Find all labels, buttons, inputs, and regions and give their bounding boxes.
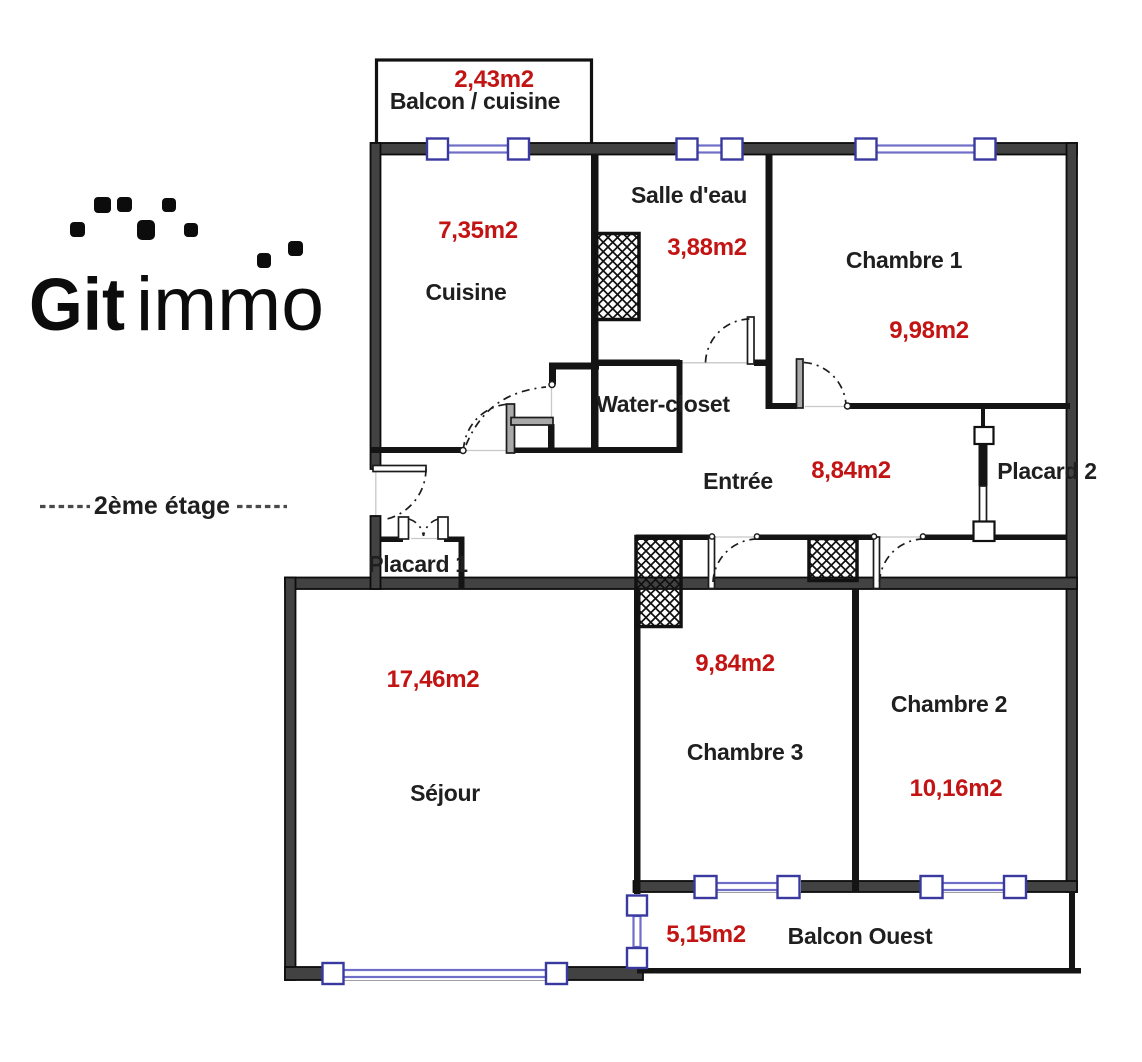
svg-text:8,84m2: 8,84m2 [811,457,891,484]
svg-text:Placard 2: Placard 2 [997,458,1097,484]
svg-text:10,16m2: 10,16m2 [910,775,1003,802]
svg-text:Chambre 2: Chambre 2 [891,691,1007,717]
svg-text:2ème étage: 2ème étage [94,492,230,520]
svg-text:9,84m2: 9,84m2 [695,650,775,677]
svg-text:Chambre 1: Chambre 1 [846,247,963,273]
svg-text:Entrée: Entrée [703,468,773,494]
svg-text:immo: immo [136,262,324,347]
svg-text:Water-closet: Water-closet [596,391,730,417]
svg-text:Placard 1: Placard 1 [368,551,468,577]
svg-text:Balcon Ouest: Balcon Ouest [788,923,933,949]
svg-text:Balcon / cuisine: Balcon / cuisine [390,88,560,114]
svg-text:3,88m2: 3,88m2 [667,234,747,261]
svg-text:17,46m2: 17,46m2 [387,666,480,693]
svg-text:5,15m2: 5,15m2 [666,921,746,948]
svg-text:2,43m2: 2,43m2 [454,66,534,93]
svg-text:9,98m2: 9,98m2 [889,317,969,344]
svg-text:Séjour: Séjour [410,780,480,806]
svg-text:Cuisine: Cuisine [426,279,507,305]
svg-text:Git: Git [29,263,125,346]
svg-text:Chambre 3: Chambre 3 [687,739,803,765]
svg-text:7,35m2: 7,35m2 [438,217,518,244]
svg-text:Salle d'eau: Salle d'eau [631,182,747,208]
